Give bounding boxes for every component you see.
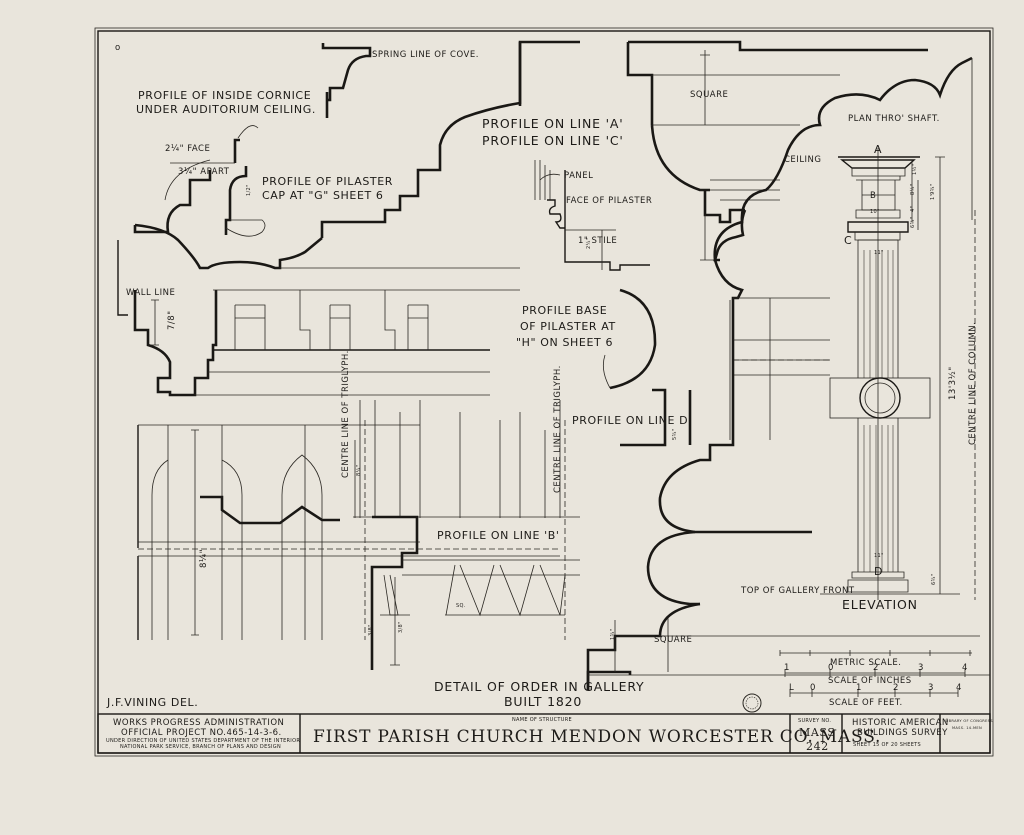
profile-c-label: PROFILE ON LINE 'C' <box>482 133 624 148</box>
elevation-label: ELEVATION <box>842 597 918 612</box>
plan-thro-shaft <box>713 56 973 261</box>
inch-tick-4: 4 <box>962 663 968 673</box>
survey-caption: SURVEY NO. <box>798 718 831 724</box>
point-b-label: B <box>870 191 876 201</box>
profile-base-pilaster <box>602 288 657 390</box>
inch-tick-0: 1 <box>784 663 790 673</box>
built-date: BUILT 1820 <box>504 694 582 709</box>
feet-tick-0: L <box>789 683 794 693</box>
outer-border <box>94 27 994 757</box>
delineator: J.F.VINING DEL. <box>106 696 198 709</box>
spring-line-label: SPRING LINE OF COVE. <box>372 50 479 60</box>
top-gallery-front-label: TOP OF GALLERY FRONT <box>740 586 855 596</box>
centre-column-label: CENTRE LINE OF COLUMN. <box>968 322 978 445</box>
survey-state: MASS <box>799 726 836 739</box>
stile-dimension: 2¼" <box>586 238 592 249</box>
wpa-line-4: NATIONAL PARK SERVICE, BRANCH OF PLANS A… <box>120 744 281 750</box>
inside-cornice-profile <box>237 43 372 139</box>
molding-profile-right <box>586 40 980 690</box>
shaft-bottom-dim: 11" <box>874 553 884 559</box>
feet-tick-4: 3 <box>928 683 934 693</box>
habs-line-1: HISTORIC AMERICAN <box>852 718 949 728</box>
inch-tick-3: 3 <box>918 663 924 673</box>
plan-thro-shaft-label: PLAN THRO' SHAFT. <box>848 114 940 124</box>
cap-dimension: 1/2" <box>246 184 252 196</box>
bottom-left-dimension: 3/8" <box>368 624 374 636</box>
bottom-mid-dimension: 3/8" <box>398 621 404 633</box>
cap-dim-1: 8¼" <box>910 184 916 195</box>
library-line-1: LIBRARY OF CONGRESS <box>945 719 993 723</box>
profile-a-label: PROFILE ON LINE 'A' <box>482 116 623 131</box>
d-dimension: 5¾" <box>672 429 678 440</box>
base-dim: 6¾" <box>931 574 937 585</box>
name-of-structure-caption: NAME OF STRUCTURE <box>512 717 572 723</box>
column-elevation <box>820 148 976 600</box>
wall-dimension: 7/8" <box>167 310 177 330</box>
wpa-line-1: WORKS PROGRESS ADMINISTRATION <box>113 718 284 728</box>
centre-triglyph-label-b: CENTRE LINE OF TRIGLYPH. <box>553 365 563 493</box>
left-height-dimension: 8¼" <box>199 549 209 568</box>
feet-tick-1: 0 <box>810 683 816 693</box>
inch-tick-1: 0 <box>828 663 834 673</box>
profile-a-c <box>518 42 650 271</box>
square-top-label: SQUARE <box>690 90 728 100</box>
wpa-line-3: UNDER DIRECTION OF UNITED STATES DEPARTM… <box>106 738 300 744</box>
square-bottom-profile <box>586 618 990 690</box>
library-line-2: MASS. 14-MEN <box>952 726 982 730</box>
profile-base-label-1: PROFILE BASE <box>522 304 607 317</box>
shaft-top-dim: 11" <box>874 250 884 256</box>
face-label: 2¼" FACE <box>165 144 210 154</box>
wall-line-label: WALL LINE <box>126 288 175 298</box>
stile-label: 1" STILE <box>578 236 617 246</box>
structure-name: FIRST PARISH CHURCH MENDON WORCESTER CO.… <box>313 727 881 747</box>
pilaster-cap-label-1: PROFILE OF PILASTER <box>262 175 393 188</box>
feet-scale-label: SCALE OF FEET. <box>829 698 903 708</box>
wpa-line-2: OFFICIAL PROJECT NO.465-14-3-6. <box>121 728 282 738</box>
cap-top-dim: 1½" <box>911 164 918 175</box>
inches-scale-label: SCALE OF INCHES <box>828 676 912 686</box>
cap-dim-3: 4" <box>910 206 916 212</box>
inside-cornice-label-2: UNDER AUDITORIUM CEILING. <box>136 103 316 116</box>
column-height-dim: 13'3½" <box>948 366 958 400</box>
cap-width-dim: 10" <box>870 209 880 215</box>
profile-b-label: PROFILE ON LINE 'B' <box>437 529 560 542</box>
stamp-icon <box>742 693 762 713</box>
pilaster-cap-label-2: CAP AT "G" SHEET 6 <box>262 189 384 202</box>
triglyph-section <box>137 400 580 670</box>
feet-tick-2: 1 <box>856 683 862 693</box>
sheet-info: SHEET 15 OF 20 SHEETS <box>853 742 921 748</box>
stepped-profile-left <box>133 40 580 397</box>
cap-dim-2: 1'9¾" <box>930 184 936 200</box>
square-dimension: 1¾" <box>610 629 616 640</box>
centre-triglyph-label-a: CENTRE LINE OF TRIGLYPH. <box>341 350 351 478</box>
wall-line-profile <box>117 240 159 346</box>
profile-base-label-2: OF PILASTER AT <box>520 320 616 333</box>
metric-scale-label: METRIC SCALE. <box>830 658 901 668</box>
panel-label: PANEL <box>564 171 593 181</box>
feet-tick-3: 2 <box>893 683 899 693</box>
apart-label: 3¼" APART <box>178 167 230 177</box>
sq-label: SQ. <box>456 603 466 609</box>
point-c-label: C <box>844 234 852 247</box>
scale-bars <box>779 650 972 697</box>
habs-line-2: BUILDINGS SURVEY <box>857 728 948 738</box>
square-bottom-label: SQUARE <box>654 635 692 645</box>
ceiling-label: CEILING <box>784 155 822 165</box>
profile-d-label: PROFILE ON LINE D <box>572 414 688 427</box>
face-of-pilaster-label: FACE OF PILASTER <box>566 196 652 206</box>
survey-number: 242 <box>806 740 829 753</box>
detail-title: DETAIL OF ORDER IN GALLERY <box>434 679 644 694</box>
cap-dim-4: 6¾" <box>910 217 916 228</box>
profile-base-label-3: "H" ON SHEET 6 <box>516 336 613 349</box>
point-a-label: A <box>874 143 882 156</box>
corner-mark: o <box>115 43 121 53</box>
inch-tick-2: 2 <box>873 663 879 673</box>
point-d-label: D <box>874 565 883 578</box>
triglyph-dimension: 8¼" <box>356 465 362 476</box>
inside-cornice-label-1: PROFILE OF INSIDE CORNICE <box>138 89 311 102</box>
feet-tick-5: 4 <box>956 683 962 693</box>
title-block <box>97 713 991 754</box>
